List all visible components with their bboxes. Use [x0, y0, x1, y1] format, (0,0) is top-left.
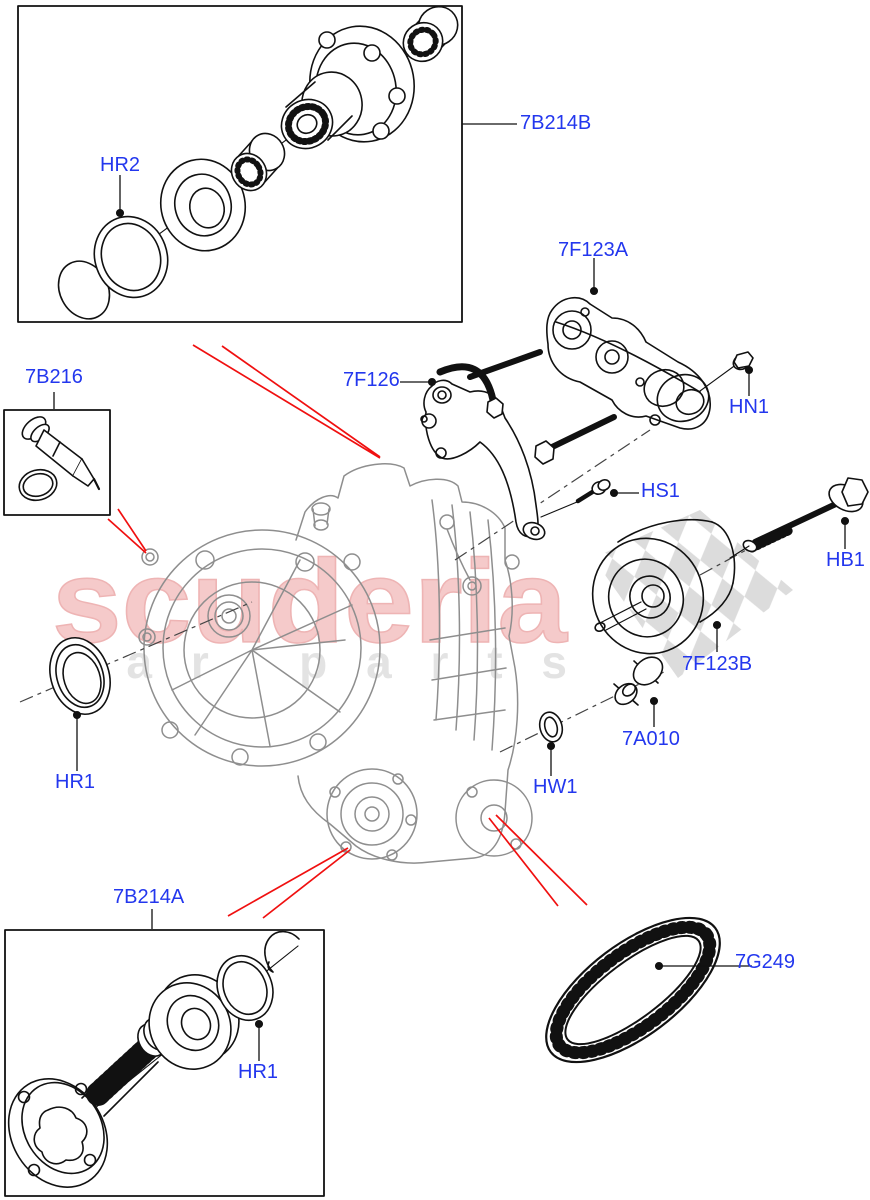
screw-part-HS1: [540, 479, 611, 518]
watermark-brand-text: scuderia: [52, 536, 568, 668]
part-label-hs1[interactable]: HS1: [641, 480, 680, 502]
belt-part-7G249: [545, 916, 721, 1064]
inset-box-7B216: [3, 409, 111, 516]
part-label-hw1[interactable]: HW1: [533, 776, 578, 798]
part-label-hr2[interactable]: HR2: [100, 154, 141, 176]
inset-box-7B214B: [17, 5, 463, 323]
part-label-7f123a[interactable]: 7F123A: [558, 239, 629, 261]
part-label-7f126[interactable]: 7F126: [343, 369, 400, 391]
part-label-7b214a[interactable]: 7B214A: [113, 886, 185, 908]
transfer-case-drawing: [138, 463, 533, 864]
leader-lines: [53, 123, 850, 1061]
center-lines: [19, 429, 749, 753]
part-label-7f123b[interactable]: 7F123B: [682, 653, 753, 675]
bolt-part-HB1: [729, 477, 869, 559]
red-pointer-lines: [107, 344, 588, 919]
part-label-hn1[interactable]: HN1: [729, 396, 770, 418]
washer-part-HW1: [538, 711, 564, 743]
fork-part-7F126: [420, 349, 617, 541]
part-label-hr1-seal[interactable]: HR1: [55, 771, 96, 793]
seal-part-HR1: [49, 637, 111, 715]
inset-box-7B214A: [4, 929, 325, 1197]
roller-part-7F123B: [591, 519, 736, 655]
part-label-hb1[interactable]: HB1: [826, 549, 865, 571]
part-label-hr1-flange[interactable]: HR1: [238, 1061, 279, 1083]
part-label-7g249[interactable]: 7G249: [735, 951, 796, 973]
bushing-part-7A010: [613, 656, 664, 706]
part-label-7a010[interactable]: 7A010: [622, 728, 680, 750]
part-label-7b214b[interactable]: 7B214B: [520, 112, 592, 134]
part-label-7b216[interactable]: 7B216: [25, 366, 83, 388]
bracket-part-7F123A: [546, 297, 754, 430]
